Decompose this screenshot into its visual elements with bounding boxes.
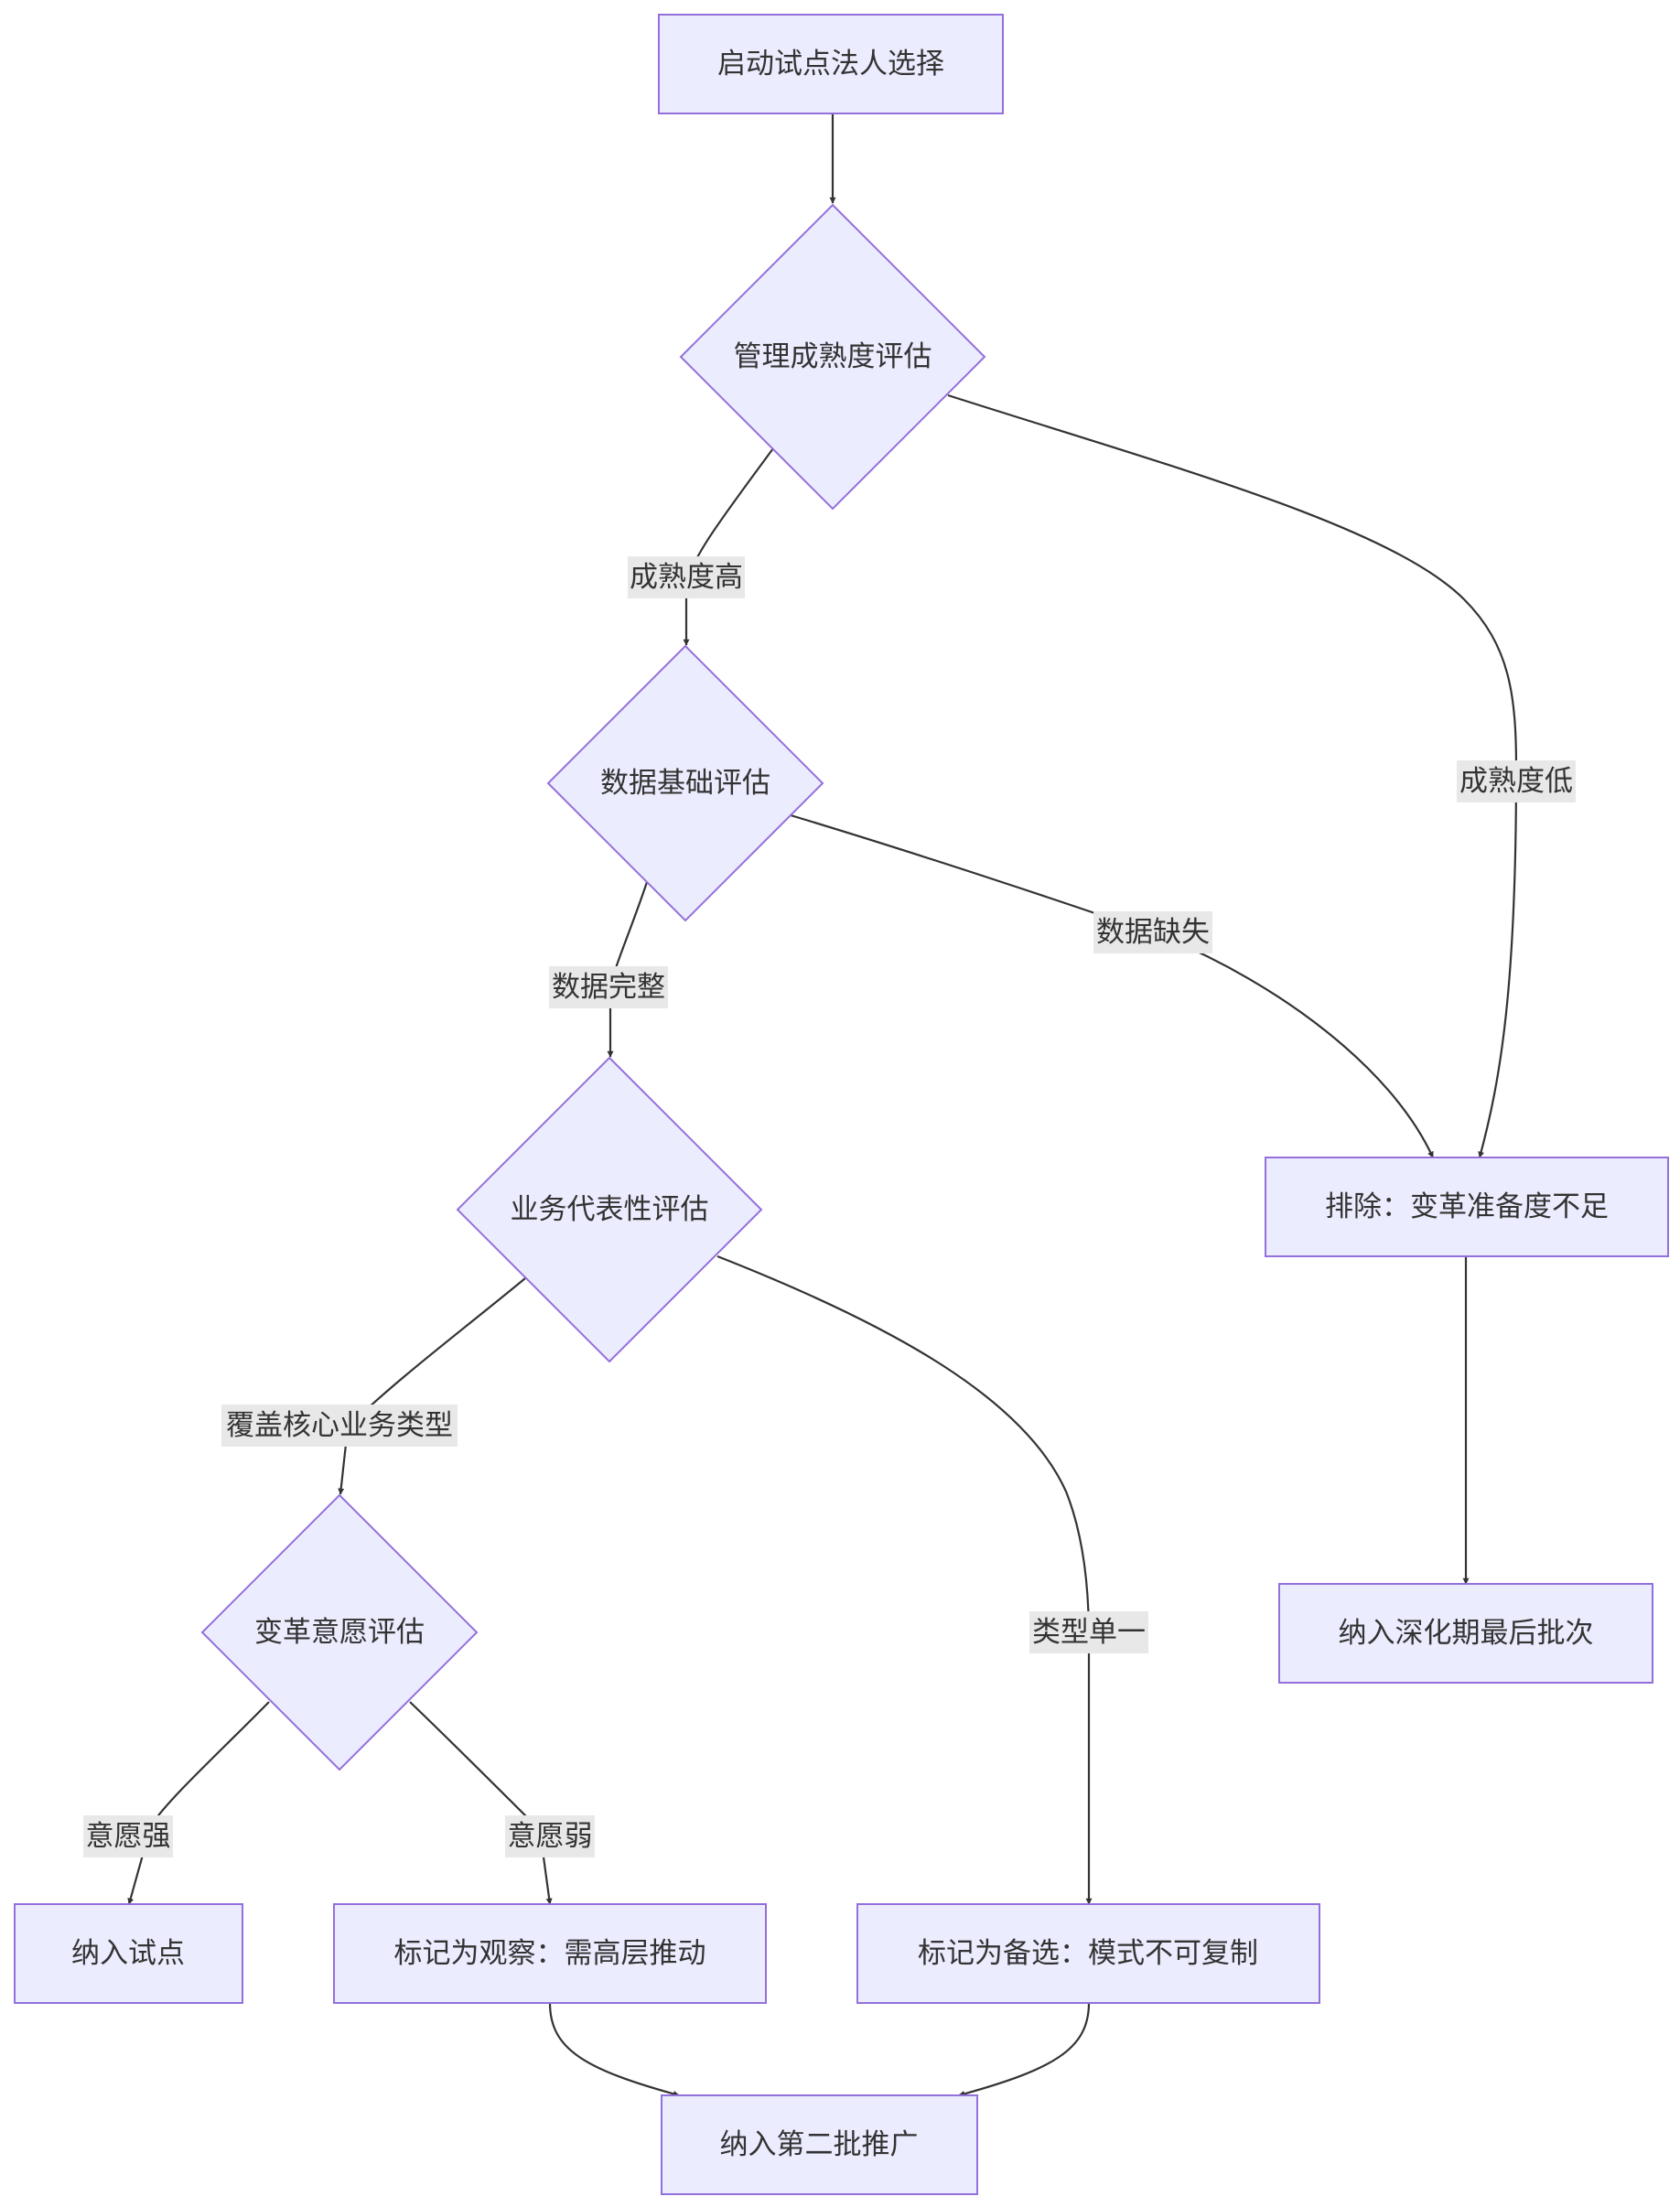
edge-label-data-complete-text: 数据完整 — [552, 971, 665, 1004]
node-data-label: 数据基础评估 — [600, 767, 770, 800]
node-exclude-label: 排除：变革准备度不足 — [1325, 1190, 1609, 1223]
node-deepen-label: 纳入深化期最后批次 — [1339, 1617, 1594, 1650]
node-maturity-label: 管理成熟度评估 — [734, 340, 932, 373]
edge-business-to-willingness — [338, 1277, 526, 1495]
node-business-label: 业务代表性评估 — [511, 1193, 709, 1226]
node-second: 纳入第二批推广 — [661, 2094, 978, 2195]
node-backup-label: 标记为备选：模式不可复制 — [918, 1937, 1258, 1970]
edge-label-will-weak: 意愿弱 — [505, 1815, 595, 1857]
edge-label-maturity-low: 成熟度低 — [1457, 760, 1576, 802]
node-deepen: 纳入深化期最后批次 — [1278, 1583, 1653, 1684]
node-business: 业务代表性评估 — [456, 1056, 763, 1363]
node-willingness-label: 变革意愿评估 — [254, 1616, 425, 1649]
node-data: 数据基础评估 — [546, 644, 824, 922]
edge-label-data-complete: 数据完整 — [549, 966, 668, 1008]
edge-maturity-to-data — [683, 447, 774, 646]
edge-observe-to-second — [548, 2002, 680, 2097]
edge-label-covers-core-text: 覆盖核心业务类型 — [226, 1409, 453, 1442]
edge-data-to-exclude — [790, 813, 1434, 1158]
edge-label-will-weak-text: 意愿弱 — [508, 1820, 593, 1853]
node-pilot-label: 纳入试点 — [71, 1937, 185, 1970]
edge-label-maturity-high-text: 成熟度高 — [630, 561, 743, 594]
edge-label-will-strong-text: 意愿强 — [86, 1820, 171, 1853]
node-observe-label: 标记为观察：需高层推动 — [394, 1937, 706, 1970]
edge-label-maturity-low-text: 成熟度低 — [1459, 765, 1573, 798]
edge-backup-to-second — [958, 2002, 1091, 2097]
edge-label-will-strong: 意愿强 — [83, 1815, 173, 1857]
node-maturity: 管理成熟度评估 — [679, 203, 986, 511]
edge-business-to-backup — [716, 1254, 1093, 1905]
node-start-label: 启动试点法人选择 — [717, 48, 944, 81]
edge-label-maturity-high: 成熟度高 — [628, 556, 745, 598]
node-pilot: 纳入试点 — [14, 1903, 243, 2004]
node-second-label: 纳入第二批推广 — [720, 2128, 919, 2161]
edge-maturity-to-exclude — [947, 393, 1518, 1158]
node-willingness: 变革意愿评估 — [200, 1493, 479, 1771]
edge-label-data-missing-text: 数据缺失 — [1096, 916, 1210, 949]
edge-label-single-type: 类型单一 — [1029, 1611, 1148, 1653]
edge-willingness-to-pilot — [127, 1701, 270, 1905]
edge-label-single-type-text: 类型单一 — [1032, 1616, 1146, 1649]
edge-label-covers-core: 覆盖核心业务类型 — [221, 1405, 458, 1447]
node-start: 启动试点法人选择 — [658, 14, 1004, 114]
edge-label-data-missing: 数据缺失 — [1093, 911, 1212, 953]
node-backup: 标记为备选：模式不可复制 — [856, 1903, 1320, 2004]
node-exclude: 排除：变革准备度不足 — [1265, 1157, 1669, 1257]
node-observe: 标记为观察：需高层推动 — [333, 1903, 767, 2004]
edge-willingness-to-observe — [409, 1701, 553, 1905]
